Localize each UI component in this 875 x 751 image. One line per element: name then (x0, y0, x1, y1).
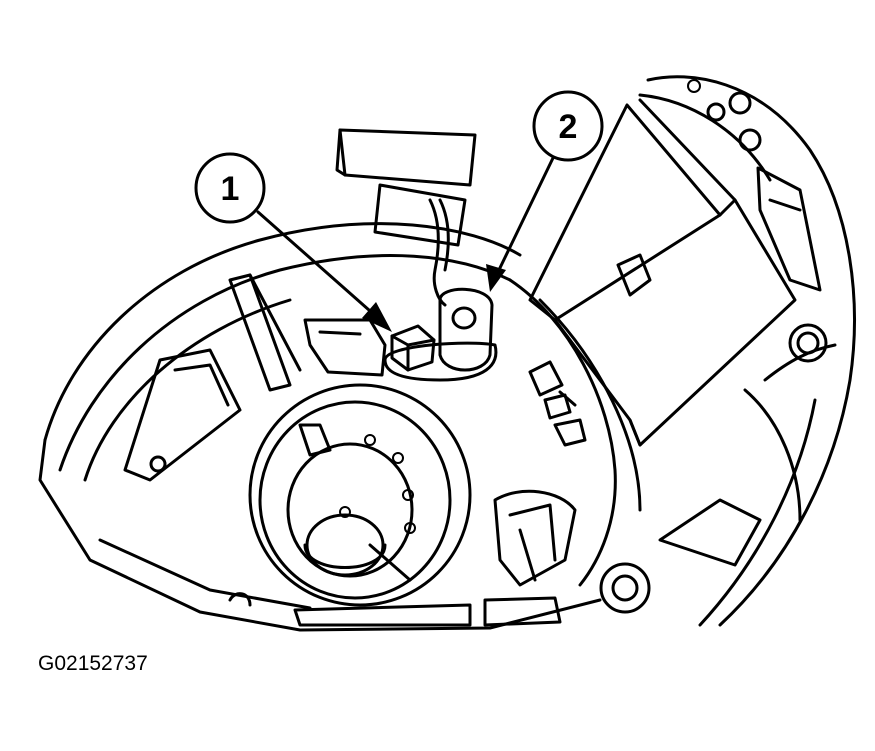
callout-1-circle (194, 152, 266, 224)
callout-1-arrowhead (362, 302, 392, 332)
center-hub (248, 383, 472, 607)
mounting-plate (528, 98, 797, 447)
callout-1: 1 (194, 152, 392, 332)
outer-housing (599, 75, 856, 627)
callout-2-circle (532, 90, 604, 162)
callout-1-leader (256, 210, 380, 320)
callout-2-leader (496, 156, 555, 274)
figure-id-label: G02152737 (38, 652, 148, 675)
left-ribs (123, 273, 302, 482)
case-bowl (38, 222, 642, 632)
callout-2-number: 2 (559, 108, 578, 146)
small-fasteners (528, 360, 587, 447)
lower-bracket (493, 489, 577, 587)
harness-connector (335, 128, 477, 307)
callout-2-arrowhead (486, 264, 506, 292)
callout-1-number: 1 (221, 170, 240, 208)
sensor-body (383, 287, 498, 382)
callout-2: 2 (486, 90, 604, 292)
